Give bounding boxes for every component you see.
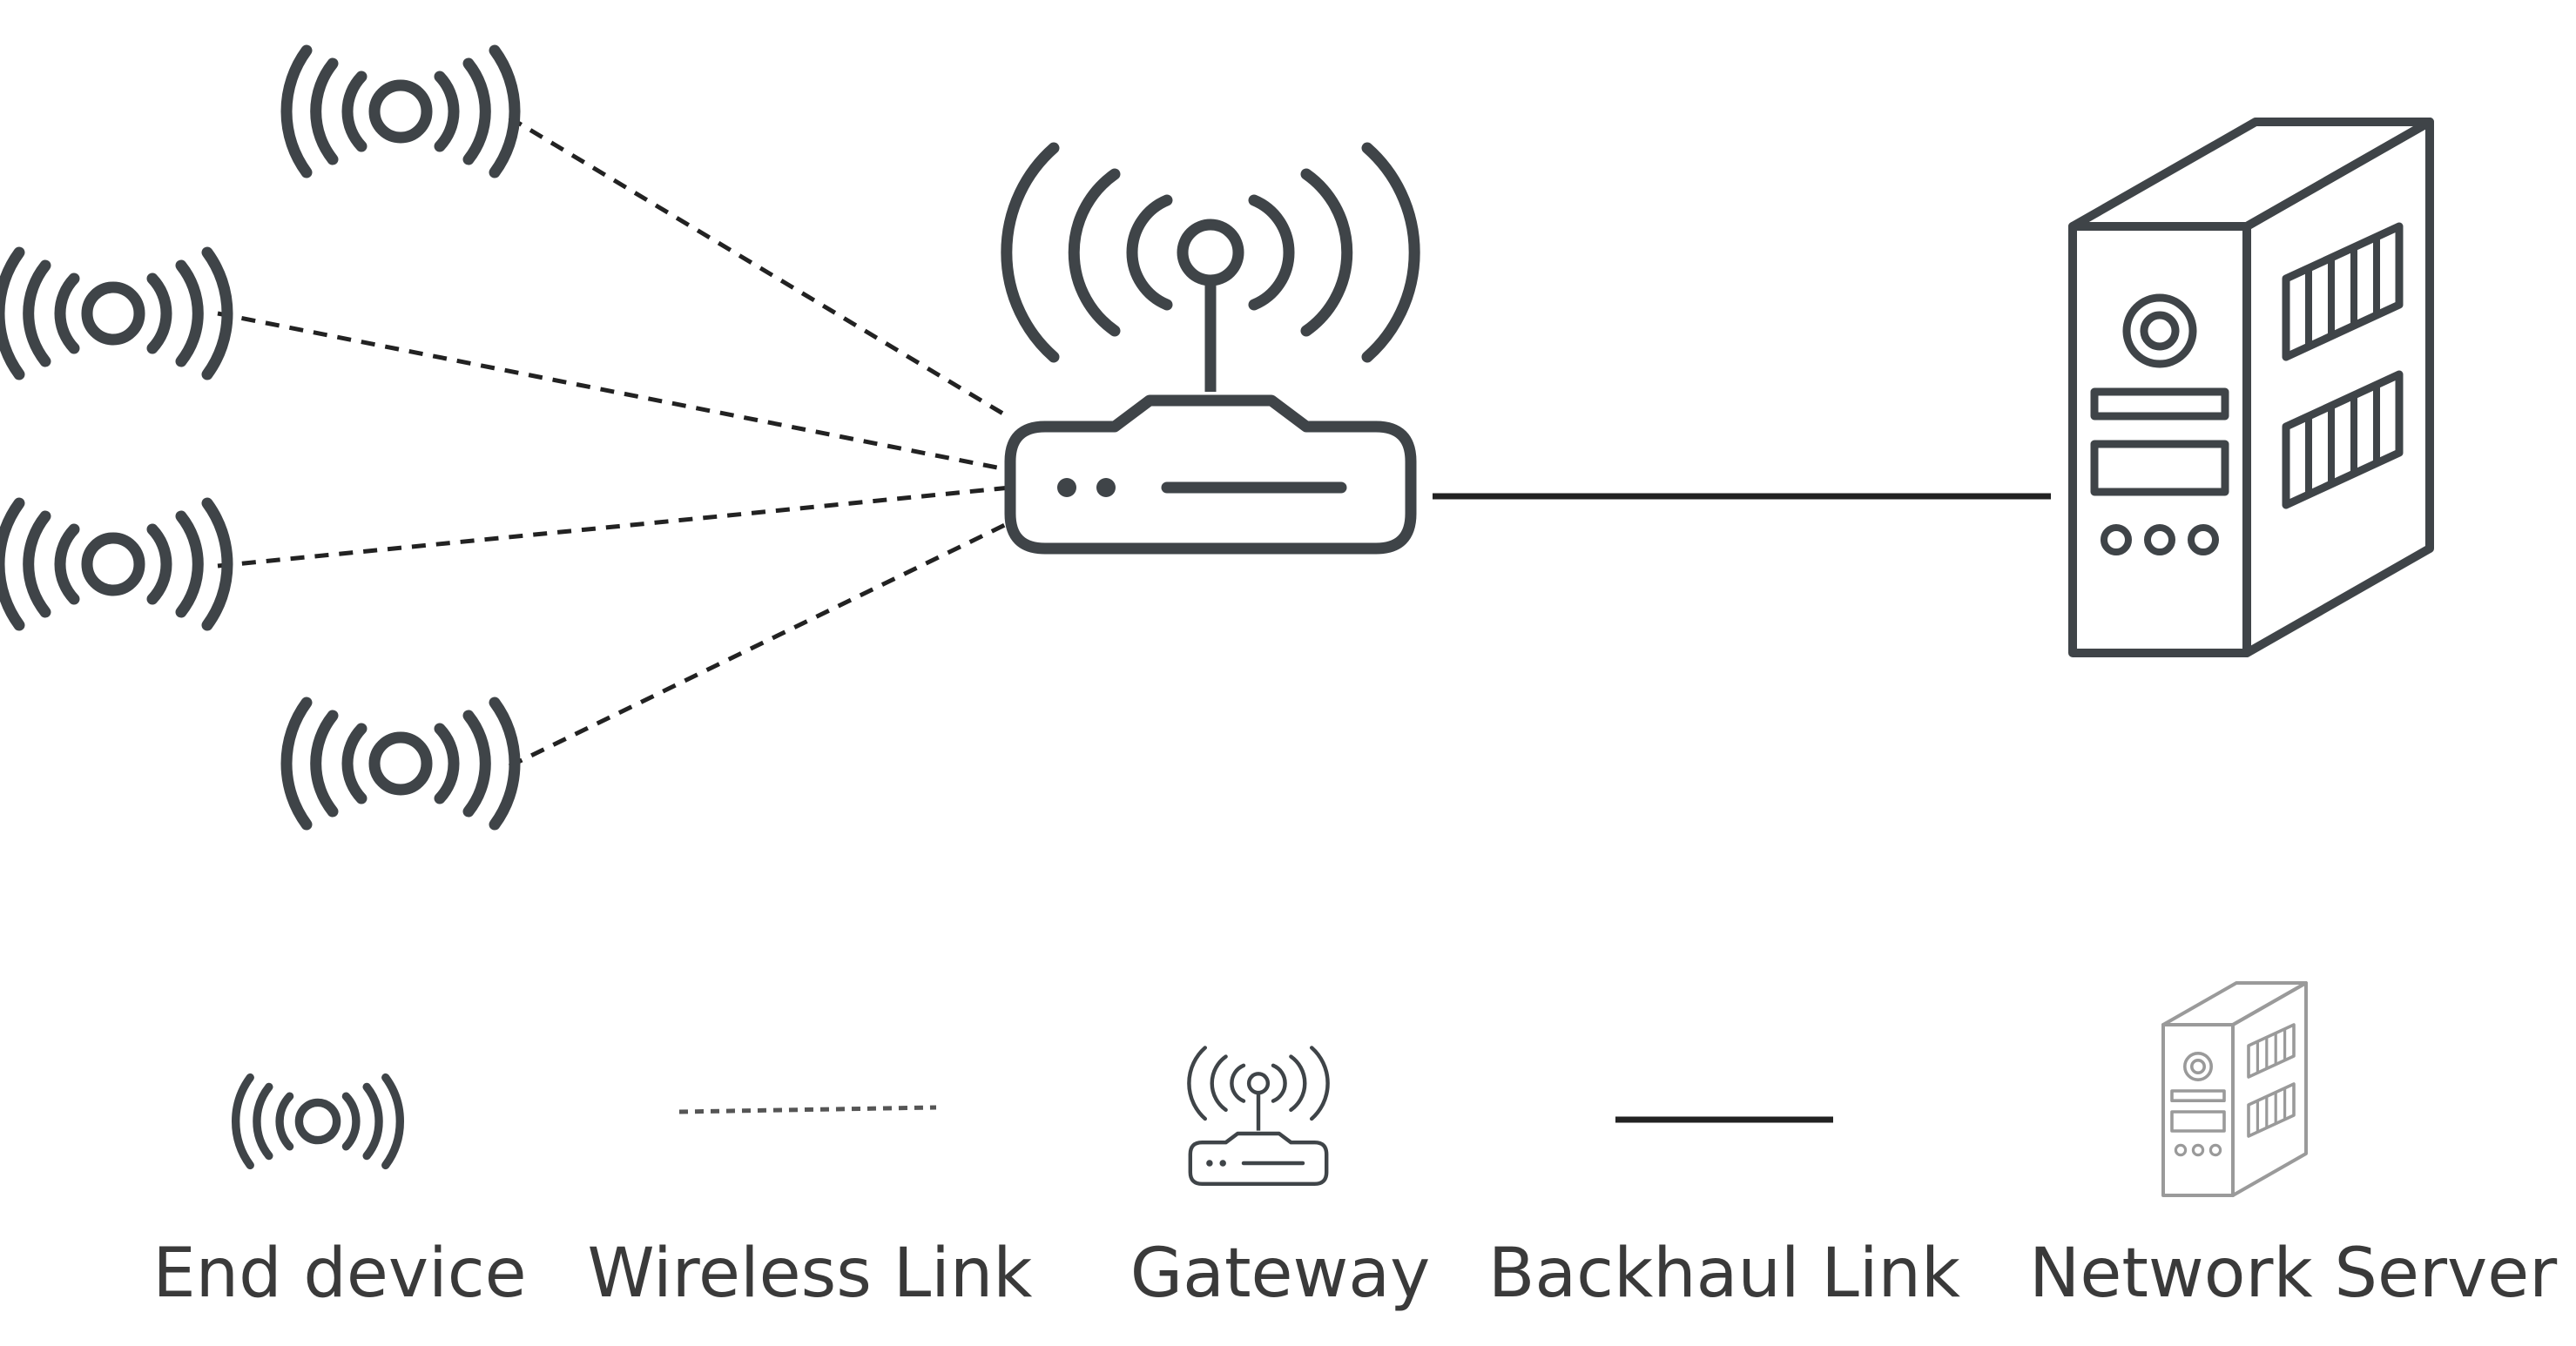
legend-network-server-icon <box>2163 983 2306 1195</box>
end-device-icon <box>287 50 515 172</box>
wireless-link-3 <box>217 485 1011 569</box>
legend-gateway-label: Gateway <box>1130 1235 1431 1313</box>
legend-end-device-label: End device <box>152 1235 527 1313</box>
legend-gateway-icon <box>1189 1047 1327 1183</box>
legend-wireless-link <box>678 1105 937 1114</box>
legend-network-server-label: Network Server <box>2029 1235 2558 1313</box>
gateway-icon <box>1007 148 1414 548</box>
wireless-link-4 <box>508 520 1012 769</box>
end-device-icon <box>287 703 515 824</box>
end-device-icon <box>0 503 227 625</box>
wireless-links <box>217 115 1012 769</box>
wireless-link-2 <box>217 311 1011 473</box>
legend-backhaul-link-label: Backhaul Link <box>1487 1235 1961 1313</box>
legend-wireless-link-label: Wireless Link <box>587 1235 1033 1313</box>
wireless-link-1 <box>508 115 1012 421</box>
legend-end-device-icon <box>236 1078 401 1166</box>
end-device-icon <box>0 252 227 374</box>
network-server-icon <box>2073 122 2430 653</box>
